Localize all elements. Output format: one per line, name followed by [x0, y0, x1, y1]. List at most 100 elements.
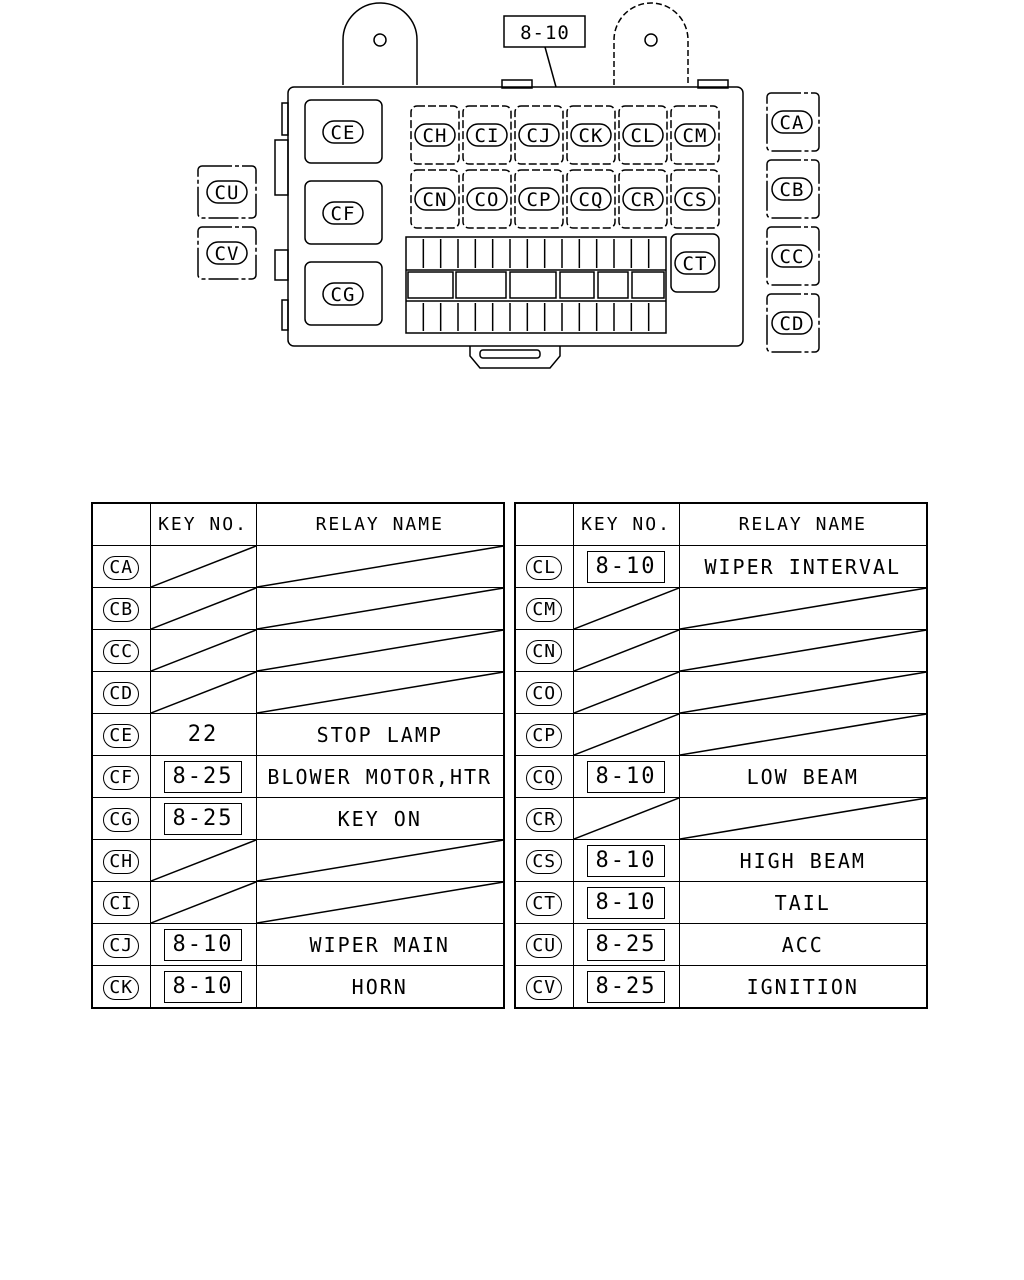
header-key-no: KEY NO. — [149, 502, 257, 546]
callout-box — [503, 15, 586, 48]
relay-slot-cl — [618, 105, 668, 165]
key-no-cell — [149, 587, 257, 630]
table-row: CO — [514, 671, 928, 714]
relay-code: CO — [526, 681, 563, 706]
relay-code: CT — [526, 891, 563, 916]
key-no: 8-10 — [586, 760, 666, 793]
svg-text:CA: CA — [780, 112, 805, 134]
svg-text:CD: CD — [780, 313, 805, 335]
relay-slot-ch — [410, 105, 460, 165]
key-no-cell: 8-10 — [149, 965, 257, 1009]
mounting-hole-left — [373, 33, 387, 47]
table-row: CP — [514, 713, 928, 756]
relay-slot-cc — [766, 226, 820, 286]
svg-text:CO: CO — [475, 189, 500, 211]
svg-text:CM: CM — [683, 125, 708, 147]
relay-slot-cq — [566, 169, 616, 229]
relay-code-cell: CT — [514, 881, 574, 924]
relay-slot-ci — [462, 105, 512, 165]
relay-label-cm: CM — [674, 123, 716, 147]
relay-code: CA — [103, 555, 140, 580]
relay-label-cd: CD — [771, 311, 813, 335]
relay-table-right: KEY NO. RELAY NAME CL 8-10 WIPER INTERVAL C… — [514, 502, 928, 1009]
relay-name-cell: WIPER INTERVAL — [678, 545, 928, 588]
header-key-no: KEY NO. — [572, 502, 680, 546]
svg-text:CH: CH — [423, 125, 448, 147]
table-row: CB — [91, 587, 505, 630]
relay-label-ck: CK — [570, 123, 612, 147]
svg-text:CS: CS — [683, 189, 708, 211]
relay-label-ci: CI — [466, 123, 508, 147]
relay-label-cp: CP — [518, 187, 560, 211]
relay-slot-cj — [514, 105, 564, 165]
key-no: 8-10 — [586, 844, 666, 877]
table-row: CA — [91, 545, 505, 588]
relay-code-cell: CF — [91, 755, 151, 798]
key-no-cell — [572, 797, 680, 840]
relay-code-cell: CK — [91, 965, 151, 1009]
key-no: 8-25 — [163, 760, 243, 793]
relay-label-cn: CN — [414, 187, 456, 211]
key-no-cell: 8-10 — [149, 923, 257, 966]
relay-code-cell: CP — [514, 713, 574, 756]
key-no: 8-10 — [586, 550, 666, 583]
side-tab — [281, 102, 289, 136]
relay-name: WIPER MAIN — [309, 932, 450, 957]
relay-label-cu: CU — [206, 180, 248, 204]
relay-code-cell: CE — [91, 713, 151, 756]
relay-code-cell: CM — [514, 587, 574, 630]
key-no-cell: 8-25 — [572, 923, 680, 966]
fuse-block — [405, 236, 667, 334]
relay-name-cell — [255, 629, 505, 672]
svg-text:CR: CR — [631, 189, 656, 211]
relay-code-cell: CU — [514, 923, 574, 966]
relay-name: TAIL — [774, 890, 831, 915]
key-no: 8-25 — [163, 802, 243, 835]
relay-name: HORN — [351, 974, 408, 999]
relay-name-cell: HORN — [255, 965, 505, 1009]
relay-label-cq: CQ — [570, 187, 612, 211]
key-no-cell — [572, 587, 680, 630]
relay-code-cell: CG — [91, 797, 151, 840]
relay-label-cs: CS — [674, 187, 716, 211]
relay-code-cell: CR — [514, 797, 574, 840]
relay-name-cell — [255, 671, 505, 714]
relay-name-cell: ACC — [678, 923, 928, 966]
relay-code: CB — [103, 597, 140, 622]
key-no-cell — [149, 839, 257, 882]
key-no-cell — [149, 545, 257, 588]
header-code — [514, 502, 574, 546]
relay-code: CF — [103, 765, 140, 790]
svg-text:CB: CB — [780, 179, 805, 201]
relay-name-cell: IGNITION — [678, 965, 928, 1009]
relay-slot-cv — [197, 226, 257, 280]
relay-code: CL — [526, 555, 563, 580]
header-relay-name: RELAY NAME — [678, 502, 928, 546]
relay-slot-cd — [766, 293, 820, 353]
key-no-cell — [572, 629, 680, 672]
key-no-cell — [572, 713, 680, 756]
relay-name-cell — [678, 713, 928, 756]
svg-text:CN: CN — [423, 189, 448, 211]
relay-code-cell: CS — [514, 839, 574, 882]
relay-code: CR — [526, 807, 563, 832]
table-header-row: KEY NO. RELAY NAME — [514, 502, 928, 546]
relay-code-cell: CC — [91, 629, 151, 672]
relay-code: CG — [103, 807, 140, 832]
key-no: 8-25 — [586, 928, 666, 961]
relay-code-cell: CJ — [91, 923, 151, 966]
key-no-cell: 8-25 — [149, 755, 257, 798]
svg-text:CK: CK — [579, 125, 604, 147]
relay-code: CN — [526, 639, 563, 664]
side-tab — [274, 139, 289, 196]
relay-name-cell: STOP LAMP — [255, 713, 505, 756]
relay-name: HIGH BEAM — [739, 848, 866, 873]
relay-name-cell — [255, 881, 505, 924]
key-no-cell — [149, 671, 257, 714]
relay-name-cell: LOW BEAM — [678, 755, 928, 798]
relay-slot-co — [462, 169, 512, 229]
table-row: CR — [514, 797, 928, 840]
